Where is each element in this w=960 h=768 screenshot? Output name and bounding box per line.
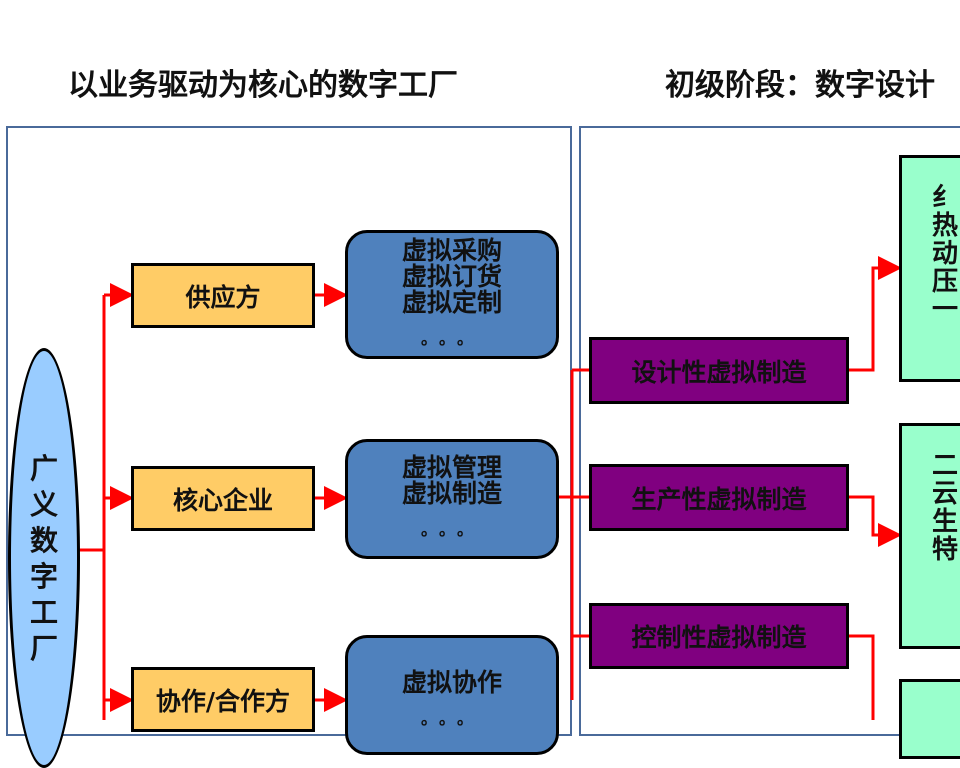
result-char: 生 xyxy=(932,507,959,537)
ellipsis: 。。。 xyxy=(420,520,483,539)
type-design: 设计性虚拟制造 xyxy=(589,337,849,404)
root-char: 字 xyxy=(29,560,58,593)
ellipsis: 。。。 xyxy=(420,709,483,728)
left-title: 以业务驱动为核心的数字工厂 xyxy=(68,68,458,103)
result-char: 纟 xyxy=(932,183,959,213)
activity-label: 虚拟订货 xyxy=(401,261,502,291)
activity-box-partner: 虚拟协作 。。。 xyxy=(345,635,559,755)
result-char: 特 xyxy=(932,535,959,565)
activity-label: 虚拟协作 xyxy=(401,668,502,697)
activity-label: 虚拟采购 xyxy=(401,235,502,265)
activity-label: 虚拟管理 xyxy=(401,453,502,482)
result-box-control xyxy=(899,679,960,759)
root-char: 数 xyxy=(29,524,58,557)
root-char: 厂 xyxy=(29,632,58,665)
root-char: 广 xyxy=(29,452,58,485)
result-char: 压 xyxy=(932,267,959,297)
activity-label: 虚拟定制 xyxy=(401,287,502,317)
party-core: 核心企业 xyxy=(131,466,315,531)
type-production: 生产性虚拟制造 xyxy=(589,464,849,531)
right-title: 初级阶段：数字设计 xyxy=(665,68,935,103)
root-ellipse: 广 义 数 字 工 厂 xyxy=(8,348,80,768)
result-char: 一 xyxy=(932,295,959,325)
result-box-production: 二 云 生 特 xyxy=(899,423,960,649)
activity-label: 虚拟制造 xyxy=(401,479,502,508)
result-char: 二 xyxy=(932,451,959,481)
ellipsis: 。。。 xyxy=(420,328,483,348)
activity-box-supplier: 虚拟采购 虚拟订货 虚拟定制 。。。 xyxy=(345,230,559,359)
arrow-production-result xyxy=(848,495,902,547)
activity-box-core: 虚拟管理 虚拟制造 。。。 xyxy=(345,439,559,559)
control-connector xyxy=(848,634,875,720)
root-char: 工 xyxy=(29,596,58,629)
result-char: 云 xyxy=(932,479,959,509)
result-char: 动 xyxy=(932,239,959,269)
type-control: 控制性虚拟制造 xyxy=(589,603,849,669)
connectors xyxy=(78,256,902,720)
root-char: 义 xyxy=(29,488,58,521)
arrow-design-result xyxy=(848,256,902,372)
party-supplier: 供应方 xyxy=(131,263,315,328)
result-char: 热 xyxy=(932,211,959,241)
result-box-design: 纟 热 动 压 一 xyxy=(899,155,960,382)
party-partner: 协作/合作方 xyxy=(131,667,315,732)
